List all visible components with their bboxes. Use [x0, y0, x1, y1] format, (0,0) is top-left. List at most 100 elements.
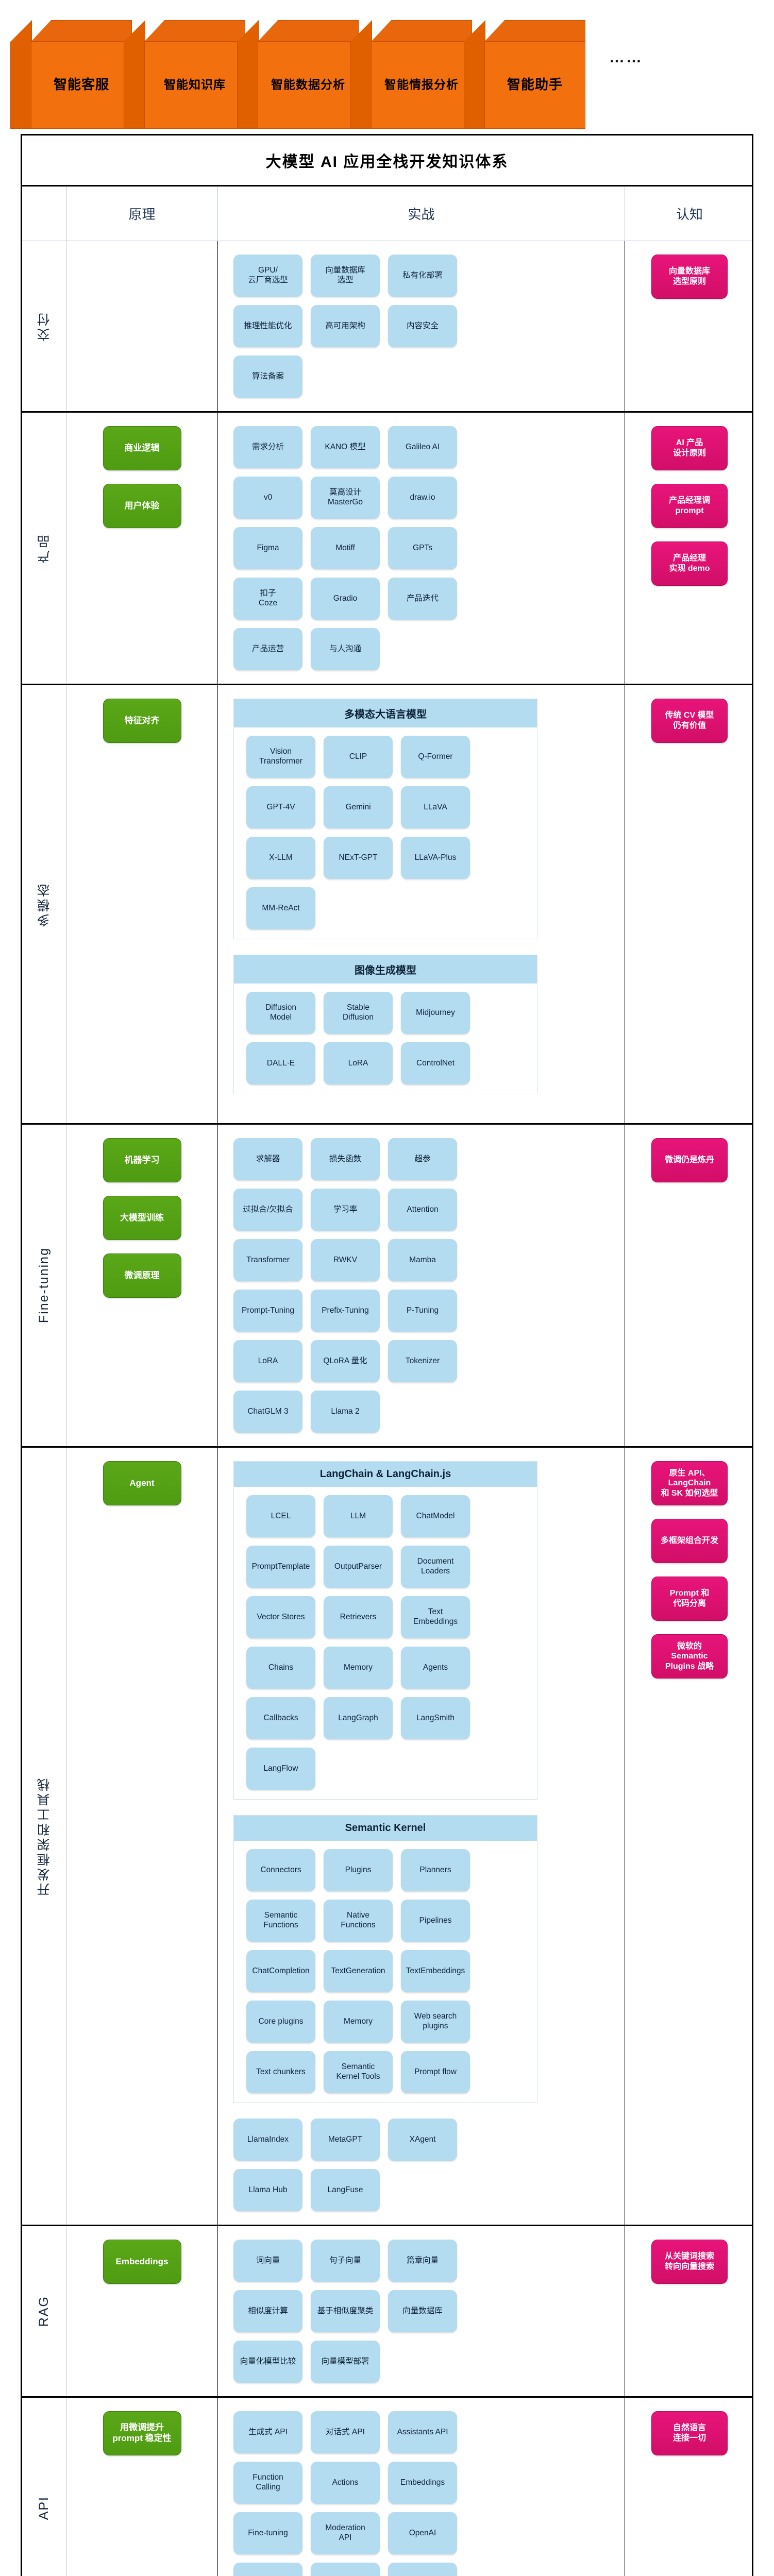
practice-chip-r3-0[interactable]: 求解器 — [233, 1138, 302, 1180]
practice-chip-r6-4[interactable]: Actions — [311, 2462, 380, 2504]
practice-chip-r6-9[interactable]: 百度文心 — [233, 2563, 302, 2576]
group0-chip-r2-1[interactable]: CLIP — [324, 736, 393, 778]
practice-chip-r1-8[interactable]: GPTs — [388, 527, 457, 569]
group0-chip-r4-6[interactable]: Vector Stores — [246, 1596, 315, 1638]
practice-chip-r5-4[interactable]: 基于相似度聚类 — [311, 2290, 380, 2332]
cognition-chip-r2-0[interactable]: 传统 CV 模型仍有价值 — [651, 699, 728, 743]
principle-chip-r4-0[interactable]: Agent — [103, 1461, 181, 1505]
group0-chip-r2-2[interactable]: Q-Former — [401, 736, 470, 778]
practice-chip-r1-2[interactable]: Galileo AI — [388, 426, 457, 468]
principle-chip-r1-0[interactable]: 商业逻辑 — [103, 426, 181, 470]
principle-chip-r5-0[interactable]: Embeddings — [103, 2240, 181, 2284]
cognition-chip-r0-0[interactable]: 向量数据库选型原则 — [651, 255, 728, 299]
group0-chip-r2-7[interactable]: NExT-GPT — [324, 837, 393, 879]
practice-chip-r1-1[interactable]: KANO 模型 — [311, 426, 380, 468]
practice-chip-r3-1[interactable]: 损失函数 — [311, 1138, 380, 1180]
practice-chip-r3-16[interactable]: Llama 2 — [311, 1391, 380, 1433]
practice-chip-r5-0[interactable]: 词向量 — [233, 2240, 302, 2282]
cognition-chip-r3-0[interactable]: 微调仍是炼丹 — [651, 1138, 728, 1182]
practice-chip-r0-6[interactable]: 算法备案 — [233, 355, 302, 398]
principle-chip-r2-0[interactable]: 特征对齐 — [103, 699, 181, 743]
practice-chip-r3-14[interactable]: Tokenizer — [388, 1340, 457, 1382]
practice-chip-r6-6[interactable]: Fine-tuning — [233, 2512, 302, 2554]
group0-chip-r4-4[interactable]: OutputParser — [324, 1546, 393, 1588]
practice-chip-r1-5[interactable]: draw.io — [388, 477, 457, 519]
group1-chip-r4-6[interactable]: ChatCompletion — [246, 1950, 315, 1992]
group0-chip-r4-9[interactable]: Chains — [246, 1647, 315, 1689]
practice-chip-r6-8[interactable]: OpenAI — [388, 2512, 457, 2554]
practice-chip-r4-0[interactable]: LlamaIndex — [233, 2119, 302, 2161]
practice-chip-r5-1[interactable]: 句子向量 — [311, 2240, 380, 2282]
group1-chip-r4-8[interactable]: TextEmbeddings — [401, 1950, 470, 1992]
practice-chip-r5-5[interactable]: 向量数据库 — [388, 2290, 457, 2332]
group0-chip-r4-3[interactable]: PromptTemplate — [246, 1546, 315, 1588]
practice-chip-r0-2[interactable]: 私有化部署 — [388, 255, 457, 297]
practice-chip-r1-11[interactable]: 产品迭代 — [388, 578, 457, 620]
group0-chip-r4-10[interactable]: Memory — [324, 1647, 393, 1689]
practice-chip-r3-8[interactable]: Mamba — [388, 1239, 457, 1281]
group1-chip-r4-10[interactable]: Memory — [324, 2001, 393, 2043]
practice-chip-r0-5[interactable]: 内容安全 — [388, 305, 457, 347]
group0-chip-r2-3[interactable]: GPT-4V — [246, 786, 315, 828]
principle-chip-r3-1[interactable]: 大模型训练 — [103, 1196, 181, 1240]
practice-chip-r6-11[interactable]: MiniMax abab — [388, 2563, 457, 2576]
cognition-chip-r1-2[interactable]: 产品经理实现 demo — [651, 541, 728, 586]
group1-chip-r4-7[interactable]: TextGeneration — [324, 1950, 393, 1992]
group0-chip-r2-6[interactable]: X-LLM — [246, 837, 315, 879]
practice-chip-r0-3[interactable]: 推理性能优化 — [233, 305, 302, 347]
practice-chip-r6-10[interactable]: 讯飞星火 — [311, 2563, 380, 2576]
group0-chip-r4-2[interactable]: ChatModel — [401, 1495, 470, 1537]
group1-chip-r4-1[interactable]: Plugins — [324, 1849, 393, 1891]
group0-chip-r4-7[interactable]: Retrievers — [324, 1596, 393, 1638]
practice-chip-r1-6[interactable]: Figma — [233, 527, 302, 569]
practice-chip-r3-11[interactable]: P-Tuning — [388, 1290, 457, 1332]
principle-chip-r3-0[interactable]: 机器学习 — [103, 1138, 181, 1182]
practice-chip-r1-3[interactable]: v0 — [233, 477, 302, 519]
group1-chip-r4-14[interactable]: Prompt flow — [401, 2051, 470, 2093]
group0-chip-r4-15[interactable]: LangFlow — [246, 1748, 315, 1790]
practice-chip-r5-7[interactable]: 向量模型部署 — [311, 2341, 380, 2383]
practice-chip-r3-5[interactable]: Attention — [388, 1189, 457, 1231]
group0-chip-r2-5[interactable]: LLaVA — [401, 786, 470, 828]
practice-chip-r4-3[interactable]: Llama Hub — [233, 2169, 302, 2211]
group1-chip-r4-5[interactable]: Pipelines — [401, 1900, 470, 1942]
group0-chip-r4-13[interactable]: LangGraph — [324, 1697, 393, 1739]
group1-chip-r4-12[interactable]: Text chunkers — [246, 2051, 315, 2093]
practice-chip-r1-13[interactable]: 与人沟通 — [311, 628, 380, 670]
group0-chip-r4-0[interactable]: LCEL — [246, 1495, 315, 1537]
practice-chip-r5-3[interactable]: 相似度计算 — [233, 2290, 302, 2332]
practice-chip-r3-13[interactable]: QLoRA 量化 — [311, 1340, 380, 1382]
practice-chip-r0-0[interactable]: GPU/云厂商选型 — [233, 255, 302, 297]
cognition-chip-r5-0[interactable]: 从关键词搜索转向向量搜索 — [651, 2240, 728, 2284]
practice-chip-r0-1[interactable]: 向量数据库选型 — [311, 255, 380, 297]
cognition-chip-r4-2[interactable]: Prompt 和代码分离 — [651, 1577, 728, 1621]
group0-chip-r4-12[interactable]: Callbacks — [246, 1697, 315, 1739]
practice-chip-r1-0[interactable]: 需求分析 — [233, 426, 302, 468]
practice-chip-r3-15[interactable]: ChatGLM 3 — [233, 1391, 302, 1433]
cognition-chip-r6-0[interactable]: 自然语言连接一切 — [651, 2411, 728, 2455]
practice-chip-r4-4[interactable]: LangFuse — [311, 2169, 380, 2211]
group0-chip-r2-9[interactable]: MM-ReAct — [246, 887, 315, 929]
practice-chip-r5-2[interactable]: 篇章向量 — [388, 2240, 457, 2282]
group0-chip-r2-8[interactable]: LLaVA-Plus — [401, 837, 470, 879]
group0-chip-r4-11[interactable]: Agents — [401, 1647, 470, 1689]
group1-chip-r2-4[interactable]: LoRA — [324, 1042, 393, 1084]
practice-chip-r3-2[interactable]: 超参 — [388, 1138, 457, 1180]
practice-chip-r3-3[interactable]: 过拟合/欠拟合 — [233, 1189, 302, 1231]
cognition-chip-r1-0[interactable]: AI 产品设计原则 — [651, 426, 728, 470]
practice-chip-r3-12[interactable]: LoRA — [233, 1340, 302, 1382]
practice-chip-r6-1[interactable]: 对话式 API — [311, 2411, 380, 2453]
practice-chip-r3-7[interactable]: RWKV — [311, 1239, 380, 1281]
